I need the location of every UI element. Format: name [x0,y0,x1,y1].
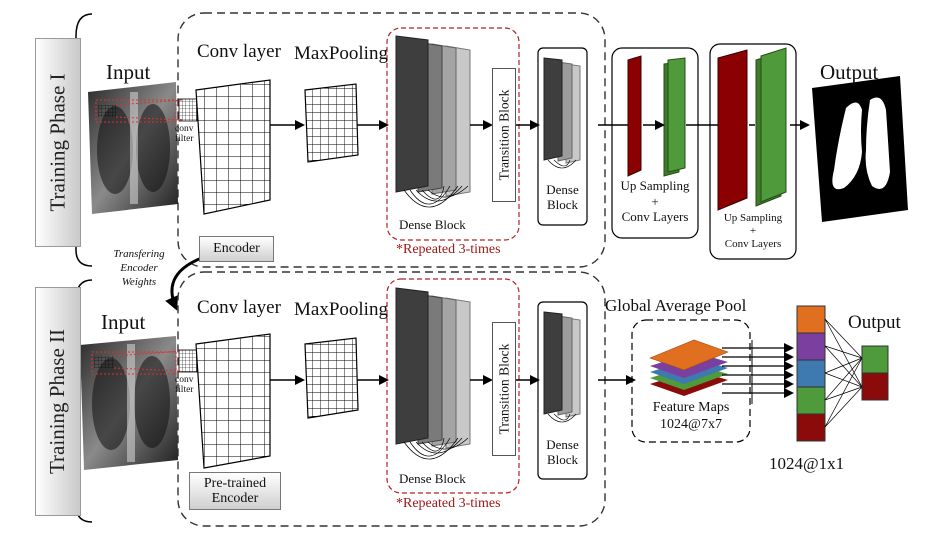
phase1-label: Training Phase I [45,73,70,212]
conv-layer-label-2: Conv layer [197,297,281,318]
dense-block-stack-1 [395,35,471,208]
xray-image-2 [80,336,178,470]
repeated-label-1: *Repeated 3-times [396,242,501,257]
encoder-box: Encoder [199,236,274,262]
output-node-red [861,372,889,401]
dense-block-small-stack-1 [543,57,581,169]
maxpool-label-1: MaxPooling [294,43,388,64]
conv-layer-label-1: Conv layer [197,41,281,62]
phase1-label-box: Training Phase I [35,38,81,247]
dense-block-small-box-2 [537,301,588,480]
conv-filter-2 [178,349,198,373]
feature-maps-stack [649,339,729,396]
repeat-box-2 [386,278,520,494]
repeated-label-2: *Repeated 3-times [396,496,501,511]
maxpool-label-2: MaxPooling [294,299,388,320]
dense-block-small-stack-2 [543,311,581,423]
upsample-green-1 [667,57,686,173]
output-mask-image [812,76,908,222]
gap-dashed-box [631,319,751,443]
conv-filter-label-2: conv filter [175,375,194,396]
output-label-1: Output [820,60,879,84]
dense-block-label-2: Dense Block [399,471,466,486]
conv-filter-label-1: conv filter [175,124,194,145]
dense-block-stack-2 [395,287,471,460]
repeat-box-1 [386,27,520,241]
upsample-red-2 [717,49,748,211]
input-label-2: Input [101,310,146,334]
encoder-dashed-box-2 [177,271,606,527]
pretrained-encoder-box: Pre-trained Encoder [189,472,281,510]
pretrained-encoder-label: Pre-trained Encoder [203,475,267,506]
transition-block-1: Transition Block [492,68,516,202]
phase2-label: Training Phase II [45,328,70,475]
upsample-box-2 [709,43,797,260]
output-node-green [861,345,889,374]
output-label-2: Output [848,312,901,333]
input-label-1: Input [106,60,151,84]
gap-label: Global Average Pool [605,296,747,315]
fc-connections [824,318,863,428]
upsample-green-2 [760,47,787,203]
transition-block-2: Transition Block [492,322,516,456]
upsample-label-2: Up Sampling + Conv Layers [723,212,783,251]
transfer-label: Transfering Encoder Weights [113,248,165,288]
dense-block2-label-1: Dense Block [546,182,579,212]
xray-image-1 [88,82,178,214]
upsample-red-1 [627,55,642,177]
phase2-label-box: Training Phase II [35,287,81,516]
dense-block-label-1: Dense Block [399,217,466,232]
vector-label: 1024@1x1 [769,454,845,473]
encoder-dashed-box-1 [177,12,606,268]
gap-arrows [722,340,794,404]
dense-block2-label-2: Dense Block [546,437,579,467]
upsample-label-1: Up Sampling + Conv Layers [620,178,690,225]
conv-filter-1 [178,98,198,122]
transition-label-1: Transition Block [496,89,512,181]
transfer-arrow [165,254,208,311]
upsample-box-1 [611,47,699,239]
transition-label-2: Transition Block [496,343,512,435]
vector-1x1 [796,305,826,442]
feature-maps-label: Feature Maps 1024@7x7 [652,400,730,432]
encoder-label: Encoder [213,241,260,257]
dense-block-small-box-1 [537,47,588,226]
